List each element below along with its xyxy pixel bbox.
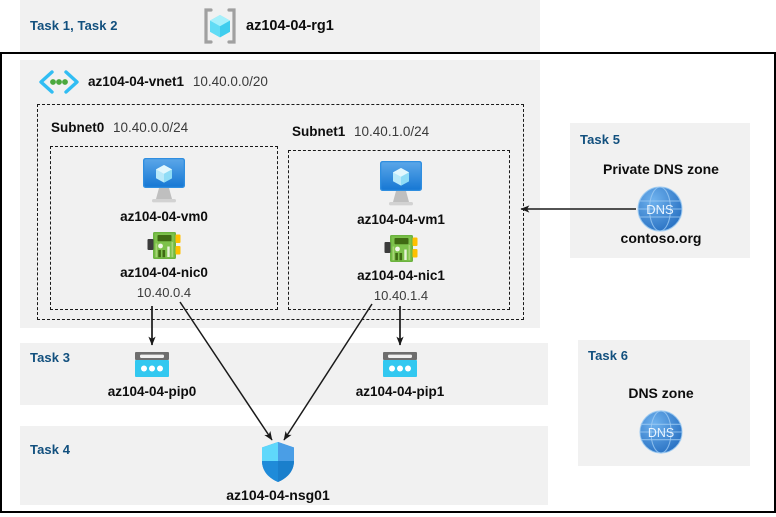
nic1-ip: 10.40.1.4 [373,288,429,303]
vnet-name: az104-04-vnet1 [88,74,185,89]
public-dns-task-label: Task 6 [588,348,629,363]
public-dns-heading: DNS zone [628,385,694,401]
private-dns-zone-name: contoso.org [620,230,702,246]
vm1-name: az104-04-vm1 [357,212,445,227]
svg-text:DNS: DNS [648,426,674,440]
vm0-name: az104-04-vm0 [120,209,208,224]
network-interface-icon [383,232,420,265]
pip0-name: az104-04-pip0 [107,384,197,399]
public-ip-task-label: Task 3 [30,350,71,365]
network-interface-icon [146,229,183,262]
resource-group-task-label: Task 1, Task 2 [30,18,118,33]
private-dns-task-label: Task 5 [580,132,621,147]
subnet1-header: Subnet1 10.40.1.0/24 [292,124,429,139]
subnet1-name: Subnet1 [292,124,346,139]
nic0-ip: 10.40.0.4 [136,285,192,300]
vnet-cidr: 10.40.0.0/20 [192,74,268,89]
subnet0-name: Subnet0 [51,120,105,135]
subnet0-cidr: 10.40.0.0/24 [113,120,189,135]
resource-group-icon [200,7,240,45]
virtual-machine-icon [372,159,430,209]
subnet0-header: Subnet0 10.40.0.0/24 [51,120,188,135]
public-ip-panel [20,343,548,405]
resource-group-name: az104-04-rg1 [246,18,334,34]
virtual-network-icon [36,69,82,95]
nsg-name: az104-04-nsg01 [226,487,330,503]
private-dns-heading: Private DNS zone [603,161,719,177]
nic0-name: az104-04-nic0 [120,265,208,280]
nsg-task-label: Task 4 [30,442,71,457]
public-ip-address-icon [379,350,421,382]
virtual-machine-icon [135,156,193,206]
subnet0-box [50,146,278,310]
resource-group-header-panel [20,0,540,52]
nic1-name: az104-04-nic1 [357,268,445,283]
public-ip-address-icon [131,350,173,382]
svg-text:DNS: DNS [646,202,674,217]
diagram-outer-frame [0,52,776,513]
vnet-header: az104-04-vnet1 10.40.0.0/20 [88,74,268,89]
dns-zone-icon: DNS [634,185,686,233]
network-security-group-icon [258,440,298,484]
dns-zone-icon: DNS [636,409,686,455]
pip1-name: az104-04-pip1 [355,384,445,399]
subnet1-box [288,150,510,310]
subnet1-cidr: 10.40.1.0/24 [354,124,430,139]
